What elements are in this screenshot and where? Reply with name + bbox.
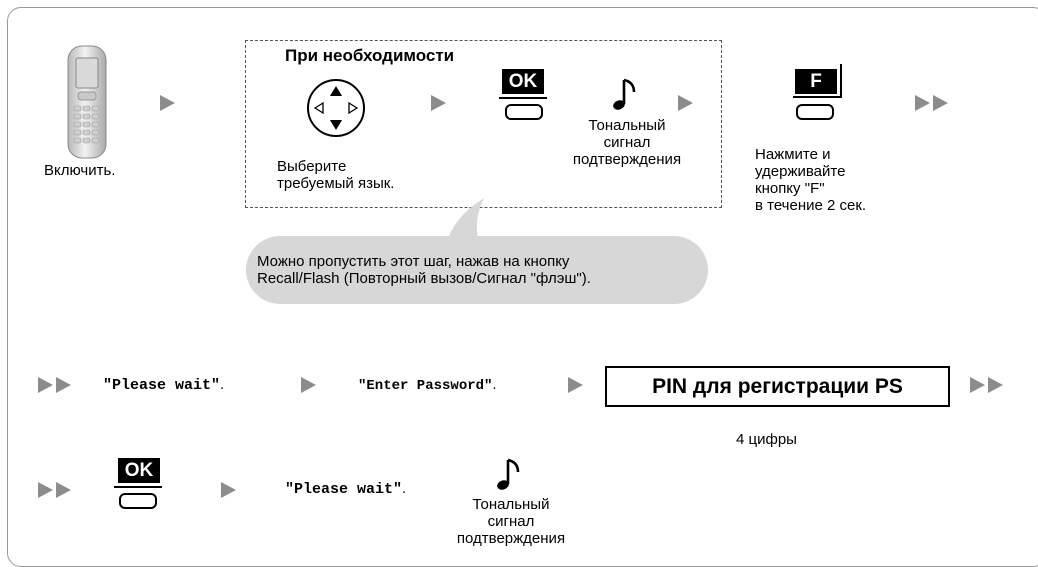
press-hold-f-text: Нажмите и удерживайте кнопку "F" в течен… bbox=[755, 146, 867, 214]
ok-key-label: OK bbox=[118, 458, 160, 483]
double-arrow-icon bbox=[56, 482, 71, 498]
enter-password-display: "Enter Password". bbox=[358, 376, 497, 394]
double-arrow-icon bbox=[915, 95, 930, 111]
key-underline bbox=[793, 96, 841, 98]
tone-confirm-text: Тональный сигнал подтверждения bbox=[572, 117, 682, 168]
arrow-right-icon bbox=[431, 95, 446, 111]
skip-step-bubble bbox=[246, 236, 708, 304]
arrow-right-icon bbox=[160, 95, 175, 111]
skip-step-text: Можно пропустить этот шаг, нажав на кноп… bbox=[257, 253, 591, 287]
pin-entry-box[interactable]: PIN для регистрации PS bbox=[605, 366, 950, 407]
music-note-icon bbox=[497, 458, 520, 490]
double-arrow-icon bbox=[988, 377, 1003, 393]
ok-button[interactable] bbox=[505, 104, 543, 120]
select-language-text: Выберите требуемый язык. bbox=[277, 158, 395, 192]
cordless-handset-icon bbox=[67, 45, 107, 159]
double-arrow-icon bbox=[933, 95, 948, 111]
double-arrow-icon bbox=[970, 377, 985, 393]
arrow-right-icon bbox=[568, 377, 583, 393]
f-button[interactable] bbox=[796, 104, 834, 120]
double-arrow-icon bbox=[38, 377, 53, 393]
double-arrow-icon bbox=[38, 482, 53, 498]
key-edge bbox=[840, 64, 842, 98]
please-wait-display: "Please wait". bbox=[285, 480, 407, 498]
optional-step-box bbox=[245, 40, 722, 208]
ok-button[interactable] bbox=[119, 493, 157, 509]
optional-header: При необходимости bbox=[285, 46, 455, 65]
ok-key-label: OK bbox=[502, 69, 544, 94]
arrow-right-icon bbox=[221, 482, 236, 498]
arrow-right-icon bbox=[301, 377, 316, 393]
please-wait-display: "Please wait". bbox=[103, 376, 225, 394]
tone-confirm-text: Тональный сигнал подтверждения bbox=[456, 496, 566, 547]
key-underline bbox=[114, 486, 162, 488]
double-arrow-icon bbox=[56, 377, 71, 393]
music-note-icon bbox=[613, 78, 636, 110]
f-key-label: F bbox=[795, 69, 837, 94]
power-on-caption: Включить. bbox=[44, 162, 116, 179]
navigator-key-icon bbox=[307, 79, 365, 137]
arrow-right-icon bbox=[678, 95, 693, 111]
bubble-tail bbox=[446, 198, 484, 246]
pin-digits-note: 4 цифры bbox=[736, 431, 797, 448]
key-underline bbox=[499, 97, 547, 99]
